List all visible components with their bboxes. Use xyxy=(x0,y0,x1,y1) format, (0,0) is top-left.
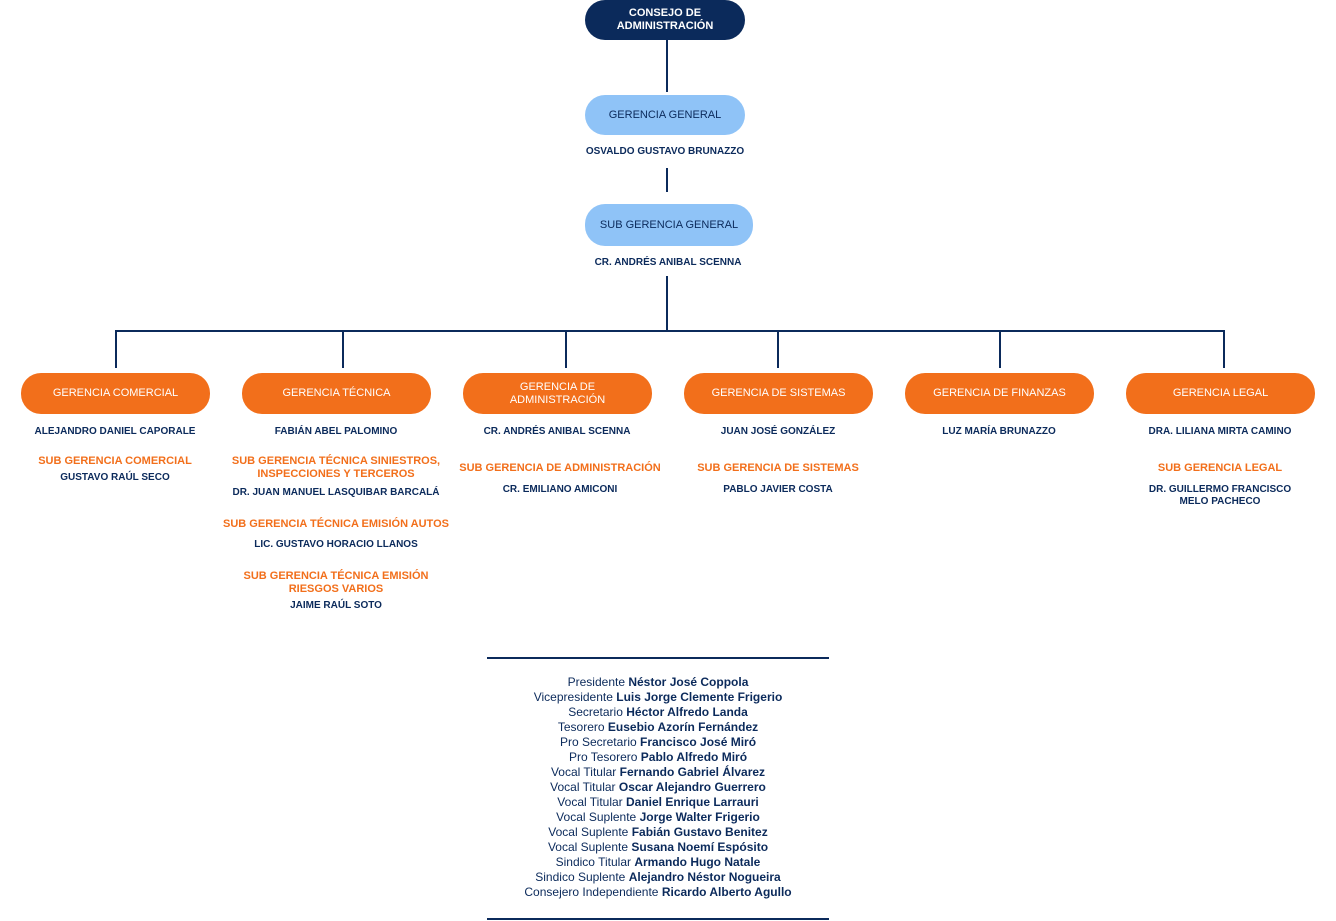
connector-line xyxy=(999,330,1001,368)
board-row: Vocal Suplente Fabián Gustavo Benitez xyxy=(487,825,829,840)
sub-gerencia-administracion-name: CR. EMILIANO AMICONI xyxy=(502,484,618,495)
horizontal-connector-line xyxy=(115,330,1225,332)
board-role: Presidente xyxy=(567,675,625,689)
gerencia-comercial-box: GERENCIA COMERCIAL xyxy=(21,373,210,414)
board-row: Vocal Titular Fernando Gabriel Álvarez xyxy=(487,765,829,780)
sub-gerencia-comercial-title: SUB GERENCIA COMERCIAL xyxy=(38,455,192,467)
sub-gerencia-general-name: CR. ANDRÉS ANIBAL SCENNA xyxy=(594,257,742,268)
board-person: Jorge Walter Frigerio xyxy=(639,810,760,824)
connector-line xyxy=(565,330,567,368)
board-row: Presidente Néstor José Coppola xyxy=(487,675,829,690)
board-row: Sindico Titular Armando Hugo Natale xyxy=(487,855,829,870)
sub-gerencia-administracion-title: SUB GERENCIA DE ADMINISTRACIÓN xyxy=(459,462,661,474)
sub-gerencia-tecnica-riesgos-title: SUB GERENCIA TÉCNICA EMISIÓN RIESGOS VAR… xyxy=(243,570,429,595)
gerencia-tecnica-box: GERENCIA TÉCNICA xyxy=(242,373,431,414)
gerencia-administracion-box: GERENCIA DE ADMINISTRACIÓN xyxy=(463,373,652,414)
board-person: Eusebio Azorín Fernández xyxy=(607,720,759,734)
board-row: Vocal Titular Oscar Alejandro Guerrero xyxy=(487,780,829,795)
board-role: Vocal Titular xyxy=(550,765,617,779)
board-row: Consejero Independiente Ricardo Alberto … xyxy=(487,885,829,900)
board-person: Oscar Alejandro Guerrero xyxy=(618,780,766,794)
sub-gerencia-general-box: SUB GERENCIA GENERAL xyxy=(585,204,753,246)
sub-gerencia-tecnica-autos-title: SUB GERENCIA TÉCNICA EMISIÓN AUTOS xyxy=(223,518,449,530)
board-person: Luis Jorge Clemente Frigerio xyxy=(616,690,783,704)
connector-line xyxy=(666,276,668,332)
board-role: Sindico Titular xyxy=(555,855,631,869)
board-person: Ricardo Alberto Agullo xyxy=(661,885,792,899)
board-role: Vicepresidente xyxy=(533,690,613,704)
board-person: Héctor Alfredo Landa xyxy=(626,705,748,719)
gerencia-administracion-manager: CR. ANDRÉS ANIBAL SCENNA xyxy=(483,426,631,437)
connector-line xyxy=(342,330,344,368)
board-person: Fabián Gustavo Benitez xyxy=(631,825,768,839)
board-role: Secretario xyxy=(568,705,623,719)
sub-gerencia-comercial-name: GUSTAVO RAÚL SECO xyxy=(60,472,170,483)
board-person: Fernando Gabriel Álvarez xyxy=(619,765,766,779)
connector-line xyxy=(666,40,668,92)
board-person: Néstor José Coppola xyxy=(628,675,749,689)
connector-line xyxy=(666,168,668,192)
board-bottom-divider xyxy=(487,918,829,920)
sub-gerencia-tecnica-siniestros-name: DR. JUAN MANUEL LASQUIBAR BARCALÁ xyxy=(232,487,440,498)
board-person: Francisco José Miró xyxy=(640,735,757,749)
board-role: Vocal Titular xyxy=(550,780,616,794)
board-row: Tesorero Eusebio Azorín Fernández xyxy=(487,720,829,735)
board-role: Vocal Suplente xyxy=(556,810,637,824)
gerencia-general-box: GERENCIA GENERAL xyxy=(585,95,745,135)
board-list: Presidente Néstor José Coppola Vicepresi… xyxy=(487,675,829,900)
sub-gerencia-legal-name: DR. GUILLERMO FRANCISCO MELO PACHECO xyxy=(1148,484,1292,507)
sub-gerencia-sistemas-name: PABLO JAVIER COSTA xyxy=(723,484,833,495)
gerencia-general-name: OSVALDO GUSTAVO BRUNAZZO xyxy=(585,146,745,157)
board-role: Tesorero xyxy=(557,720,605,734)
board-role: Vocal Titular xyxy=(557,795,626,809)
gerencia-sistemas-manager: JUAN JOSÉ GONZÁLEZ xyxy=(720,426,836,437)
gerencia-sistemas-box: GERENCIA DE SISTEMAS xyxy=(684,373,873,414)
gerencia-legal-box: GERENCIA LEGAL xyxy=(1126,373,1315,414)
sub-gerencia-tecnica-riesgos-name: JAIME RAÚL SOTO xyxy=(290,600,382,611)
board-row: Secretario Héctor Alfredo Landa xyxy=(487,705,829,720)
board-role: Pro Secretario xyxy=(559,735,637,749)
board-role: Consejero Independiente xyxy=(524,885,659,899)
board-row: Vicepresidente Luis Jorge Clemente Frige… xyxy=(487,690,829,705)
board-role: Vocal Suplente xyxy=(548,825,629,839)
gerencia-comercial-manager: ALEJANDRO DANIEL CAPORALE xyxy=(34,426,196,437)
board-top-divider xyxy=(487,657,829,659)
connector-line xyxy=(115,330,117,368)
board-role: Pro Tesorero xyxy=(568,750,638,764)
sub-gerencia-legal-title: SUB GERENCIA LEGAL xyxy=(1157,462,1283,474)
board-row: Pro Secretario Francisco José Miró xyxy=(487,735,829,750)
connector-line xyxy=(1223,330,1225,368)
board-row: Sindico Suplente Alejandro Néstor Noguei… xyxy=(487,870,829,885)
sub-gerencia-tecnica-siniestros-title: SUB GERENCIA TÉCNICA SINIESTROS, INSPECC… xyxy=(231,455,441,480)
gerencia-finanzas-manager: LUZ MARÍA BRUNAZZO xyxy=(942,426,1056,437)
gerencia-tecnica-manager: FABIÁN ABEL PALOMINO xyxy=(274,426,398,437)
board-row: Vocal Suplente Jorge Walter Frigerio xyxy=(487,810,829,825)
board-row: Vocal Titular Daniel Enrique Larrauri xyxy=(487,795,829,810)
board-row: Vocal Suplente Susana Noemí Espósito xyxy=(487,840,829,855)
sub-gerencia-sistemas-title: SUB GERENCIA DE SISTEMAS xyxy=(697,462,859,474)
gerencia-finanzas-box: GERENCIA DE FINANZAS xyxy=(905,373,1094,414)
connector-line xyxy=(777,330,779,368)
board-person: Daniel Enrique Larrauri xyxy=(626,795,759,809)
gerencia-legal-manager: DRA. LILIANA MIRTA CAMINO xyxy=(1148,426,1292,437)
sub-gerencia-tecnica-autos-name: LIC. GUSTAVO HORACIO LLANOS xyxy=(254,539,418,550)
board-person: Alejandro Néstor Nogueira xyxy=(628,870,781,884)
board-row: Pro Tesorero Pablo Alfredo Miró xyxy=(487,750,829,765)
board-person: Susana Noemí Espósito xyxy=(631,840,769,854)
board-role: Vocal Suplente xyxy=(547,840,628,854)
board-role: Sindico Suplente xyxy=(535,870,626,884)
board-person: Armando Hugo Natale xyxy=(634,855,761,869)
board-person: Pablo Alfredo Miró xyxy=(640,750,748,764)
consejo-box: CONSEJO DE ADMINISTRACIÓN xyxy=(585,0,745,40)
